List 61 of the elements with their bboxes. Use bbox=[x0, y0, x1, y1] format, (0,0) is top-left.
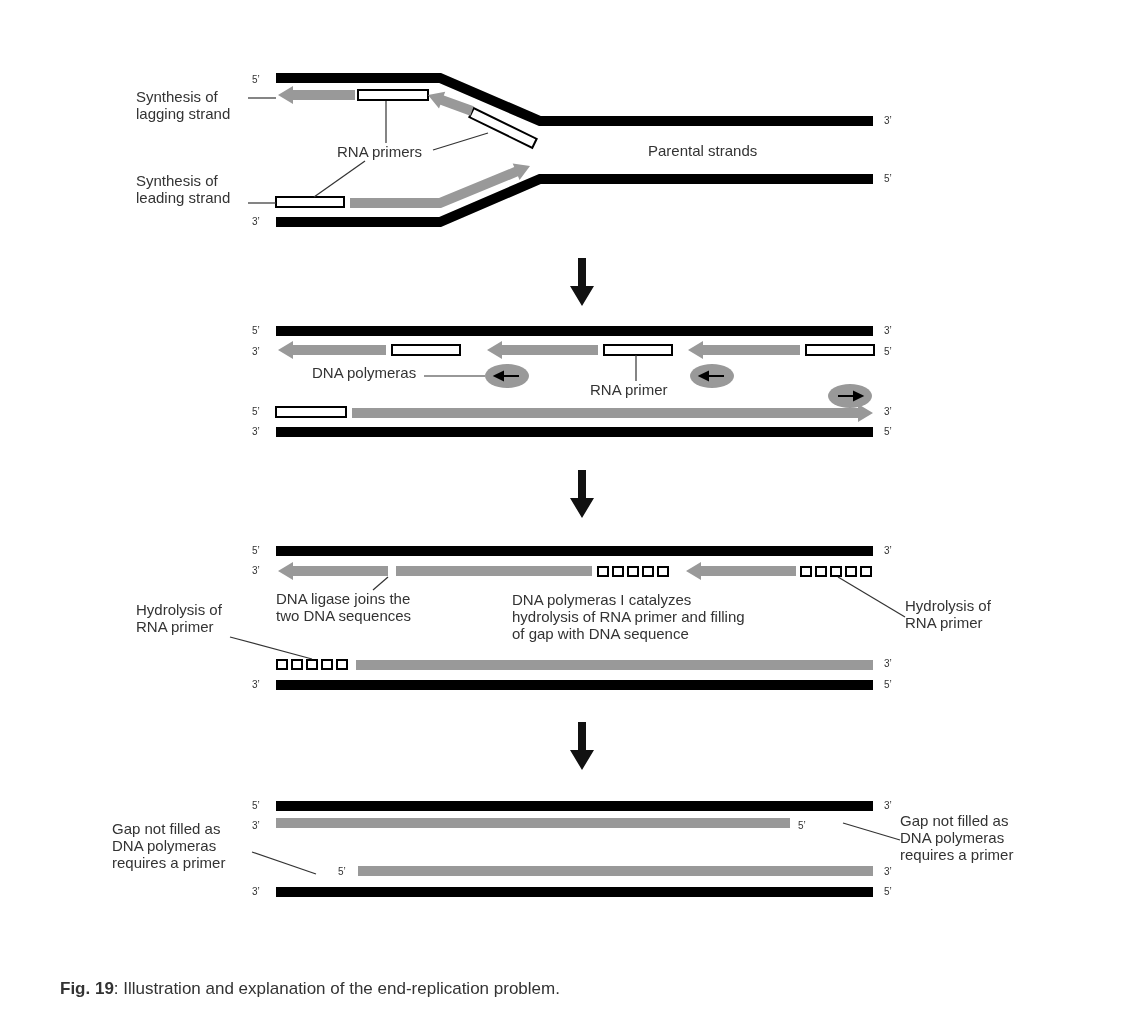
strand-end-label: 3’ bbox=[884, 800, 892, 812]
leader-line bbox=[372, 576, 389, 591]
leader-line bbox=[423, 375, 486, 377]
callout-text: RNA primers bbox=[337, 143, 433, 160]
leader-line bbox=[842, 822, 901, 841]
strand-end-label: 5’ bbox=[884, 346, 892, 358]
rna-fragments bbox=[276, 659, 348, 670]
strand-end-label: 3’ bbox=[884, 325, 892, 337]
callout-text: Hydrolysis of RNA primer bbox=[905, 597, 1009, 631]
rna-fragments bbox=[800, 566, 872, 577]
strand-end-label: 5’ bbox=[252, 406, 260, 418]
strand-direction-arrow bbox=[278, 86, 355, 104]
annotation-text: Parental strands bbox=[648, 142, 758, 159]
strand-arrow bbox=[428, 91, 474, 116]
leader-line bbox=[247, 97, 277, 99]
strand-end-label: 5’ bbox=[798, 820, 806, 832]
strand-end-label: 3’ bbox=[252, 426, 260, 438]
leader-line bbox=[635, 354, 637, 382]
strand-end-label: 3’ bbox=[884, 406, 892, 418]
strand-end-label: 3’ bbox=[884, 866, 892, 878]
strand-end-label: 5’ bbox=[252, 325, 260, 337]
rna-primer bbox=[603, 344, 673, 356]
callout-text: DNA polymeras bbox=[312, 364, 424, 381]
callout-text: Synthesis of lagging strand bbox=[136, 88, 248, 122]
rna-primer bbox=[275, 196, 345, 208]
strand-end-label: 3’ bbox=[252, 820, 260, 832]
callout-text: Synthesis of leading strand bbox=[136, 172, 248, 206]
leader-line bbox=[247, 202, 277, 204]
strand-end-label: 5’ bbox=[338, 866, 346, 878]
callout-text: RNA primer bbox=[590, 381, 685, 398]
rna-primer bbox=[357, 89, 429, 101]
polymerase-enzyme bbox=[828, 384, 872, 408]
strand-end-label: 5’ bbox=[252, 545, 260, 557]
strand-end-label: 3’ bbox=[252, 216, 260, 228]
strand-end-label: 3’ bbox=[252, 886, 260, 898]
leader-line bbox=[385, 100, 387, 144]
strand-end-label: 3’ bbox=[252, 565, 260, 577]
polymerase-enzyme bbox=[485, 364, 529, 388]
figure-caption: Fig. 19: Illustration and explanation of the end-replication problem. bbox=[60, 980, 560, 997]
callout-text: DNA ligase joins the two DNA sequences bbox=[276, 590, 426, 624]
strand-end-label: 5’ bbox=[884, 886, 892, 898]
leader-line bbox=[432, 132, 489, 151]
callout-text: Gap not filled as DNA polymeras requires a primer bbox=[900, 812, 1040, 863]
callout-text: Gap not filled as DNA polymeras requires a primer bbox=[112, 820, 252, 871]
leader-line bbox=[251, 851, 317, 875]
strand-end-label: 3’ bbox=[252, 346, 260, 358]
leader-line bbox=[229, 636, 313, 660]
strand-end-label: 5’ bbox=[884, 173, 892, 185]
strand-end-label: 5’ bbox=[884, 679, 892, 691]
callout-text: Hydrolysis of RNA primer bbox=[136, 601, 240, 635]
strand-end-label: 3’ bbox=[884, 658, 892, 670]
strand-end-label: 5’ bbox=[252, 800, 260, 812]
leader-line bbox=[837, 576, 906, 618]
strand-end-label: 3’ bbox=[252, 679, 260, 691]
strand-end-label: 3’ bbox=[884, 115, 892, 127]
polymerase-enzyme bbox=[690, 364, 734, 388]
strand-end-label: 5’ bbox=[884, 426, 892, 438]
annotation-text: DNA polymeras I catalyzes hydrolysis of RNA primer and filling of gap with DNA sequence bbox=[512, 591, 746, 642]
strand-end-label: 3’ bbox=[884, 545, 892, 557]
strand-end-label: 5’ bbox=[252, 74, 260, 86]
leader-line bbox=[313, 160, 366, 198]
